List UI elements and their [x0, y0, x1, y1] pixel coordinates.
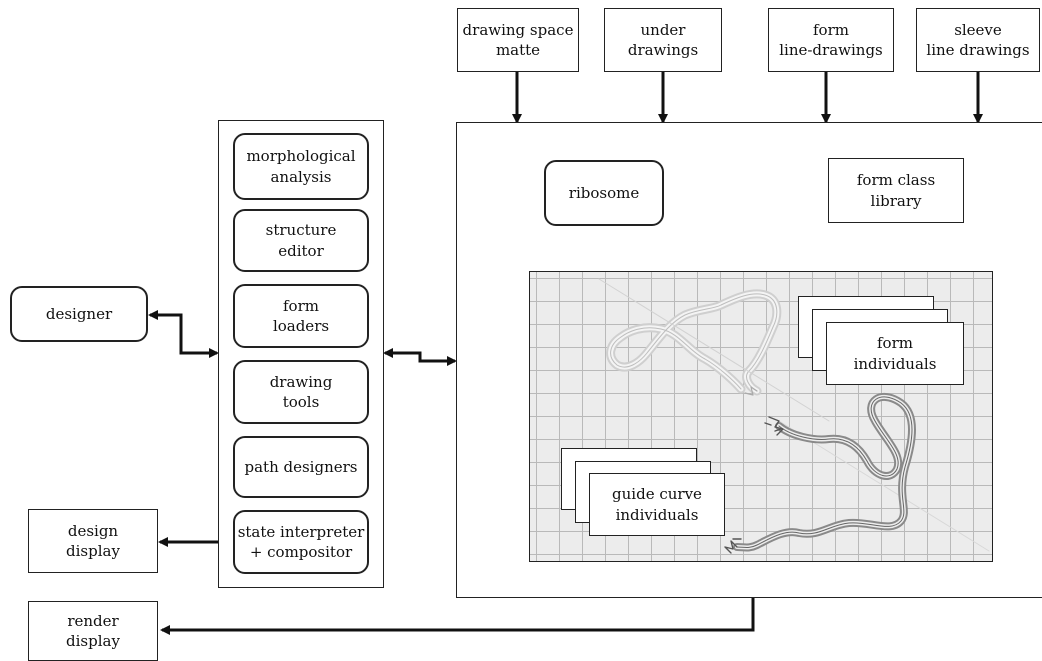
- ribosome-box: ribosome: [544, 160, 664, 226]
- form-line-drawings-label: form line-drawings: [779, 20, 883, 59]
- tool-path-designers: path designers: [233, 436, 369, 498]
- render-display-box: render display: [28, 601, 158, 661]
- tool-morphological-analysis: morphological analysis: [233, 133, 369, 200]
- tool-drawing-tools: drawing tools: [233, 360, 369, 424]
- tool-label: structure editor: [265, 221, 337, 260]
- tool-structure-editor: structure editor: [233, 209, 369, 272]
- ribosome-label: ribosome: [568, 183, 640, 202]
- curve-drawings: [598, 278, 990, 554]
- form-individuals-label: form individuals: [853, 334, 937, 373]
- tool-label: morphological analysis: [246, 147, 356, 186]
- faded-serpent-curve: [606, 289, 782, 396]
- tool-label: path designers: [244, 457, 358, 476]
- tool-state-interpreter-compositor: state interpreter + compositor: [233, 510, 369, 574]
- drawing-space-matte-label: drawing space matte: [462, 20, 574, 59]
- tool-label: drawing tools: [269, 372, 333, 411]
- design-display-label: design display: [66, 521, 120, 560]
- under-drawings-label: under drawings: [627, 20, 699, 59]
- dragon-head-mark: [764, 416, 784, 436]
- designer-box: designer: [10, 286, 148, 342]
- tool-form-loaders: form loaders: [233, 284, 369, 348]
- tool-label: state interpreter + compositor: [237, 522, 365, 561]
- form-class-library-label: form class library: [856, 171, 936, 210]
- faded-tail-mark: [744, 386, 758, 396]
- guide-curve-individuals-label: guide curve individuals: [612, 485, 702, 524]
- sleeve-line-drawings-label: sleeve line drawings: [926, 20, 1030, 59]
- render-display-label: render display: [66, 611, 120, 650]
- arrow-designer-tools: [148, 310, 219, 358]
- faint-guide-line: [598, 278, 830, 422]
- arrow-canvas-to-render: [160, 598, 755, 635]
- tool-label: form loaders: [272, 296, 330, 335]
- design-display-box: design display: [28, 509, 158, 573]
- form-class-library-box: form class library: [828, 158, 964, 223]
- dragon-tail-mark: [724, 538, 742, 554]
- designer-label: designer: [45, 304, 113, 323]
- form-individuals-card-front: form individuals: [826, 322, 964, 385]
- under-drawings-box: under drawings: [604, 8, 722, 72]
- sleeve-line-drawings-box: sleeve line drawings: [916, 8, 1040, 72]
- drawing-space-matte-box: drawing space matte: [457, 8, 579, 72]
- form-line-drawings-box: form line-drawings: [768, 8, 894, 72]
- arrow-tools-canvas: [383, 348, 457, 366]
- guide-curve-card-front: guide curve individuals: [589, 473, 725, 536]
